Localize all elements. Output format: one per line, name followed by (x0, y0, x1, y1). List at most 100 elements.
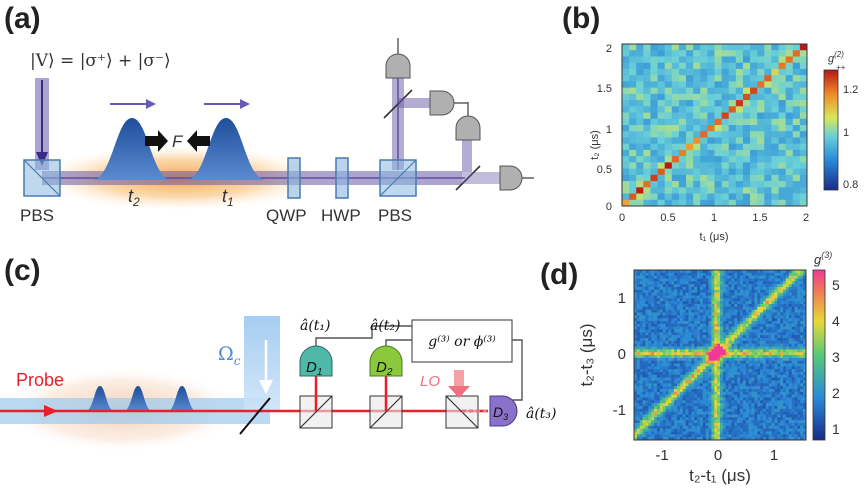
heatmap-b-cell (785, 44, 794, 51)
heatmap-d-cell (800, 391, 804, 395)
heatmap-d-cell (662, 403, 666, 407)
heatmap-d-cell (699, 338, 704, 342)
heatmap-d-cell (742, 352, 747, 356)
heatmap-d-cell (717, 411, 721, 415)
heatmap-d-cell (639, 340, 643, 344)
heatmap-b-cell (792, 156, 801, 163)
detector-d2 (369, 345, 403, 377)
heatmap-d-cell (665, 332, 669, 336)
heatmap-d-cell (780, 343, 784, 347)
heatmap-d-cell (757, 281, 761, 285)
heatmap-d-cell (668, 275, 672, 279)
heatmap-d-cell (731, 428, 735, 432)
heatmap-d-cell (720, 397, 724, 401)
heatmap-d-cell (651, 275, 655, 279)
heatmap-d-cell (768, 406, 772, 410)
heatmap-b-cell (778, 62, 787, 70)
heatmap-d-cell (771, 270, 775, 274)
heatmap-d-cell (725, 391, 729, 395)
heatmap-d-cell (722, 360, 727, 364)
heatmap-d-cell (674, 284, 678, 288)
heatmap-d-cell (800, 270, 804, 274)
heatmap-d-cell (785, 340, 790, 344)
heatmap-d-cell (662, 284, 666, 288)
heatmap-d-cell (679, 292, 684, 296)
heatmap-d-cell (734, 289, 738, 293)
heatmap-d-cell (777, 425, 781, 429)
heatmap-b-cell (764, 131, 772, 138)
heatmap-d-cell (774, 315, 778, 319)
heatmap-d-cell (691, 340, 695, 344)
heatmap-d-cell (742, 386, 747, 390)
heatmap-d-cell (688, 394, 692, 398)
heatmap-b-cell (650, 93, 658, 101)
heatmap-d-cell (634, 372, 638, 376)
heatmap-d-cell (665, 372, 669, 376)
heatmap-b-cell (693, 181, 701, 188)
heatmap-d-cell (671, 287, 675, 291)
heatmap-d-cell (765, 394, 770, 398)
heatmap-d-cell (711, 400, 715, 404)
heatmap-d-cell (745, 428, 749, 432)
heatmap-b-cell (693, 187, 701, 194)
heatmap-d-cell (656, 338, 661, 342)
heatmap-d-cell (803, 408, 807, 412)
heatmap-d-cell (688, 270, 692, 274)
heatmap-d-cell (740, 431, 744, 435)
heatmap-d-cell (780, 332, 784, 336)
heatmap-d-cell (685, 270, 689, 274)
heatmap-d-cell (639, 366, 643, 370)
heatmap-d-cell (720, 346, 724, 350)
heatmap-d-cell (740, 338, 744, 342)
heatmap-d-cell (734, 369, 738, 373)
heatmap-d-cell (800, 323, 804, 327)
heatmap-d-cell (668, 281, 672, 285)
heatmap-d-cell (777, 383, 781, 387)
heatmap-d-cell (722, 338, 727, 342)
heatmap-d-cell (659, 437, 663, 441)
heatmap-d-cell (645, 318, 649, 322)
heatmap-d-cell (734, 431, 738, 435)
heatmap-d-cell (740, 403, 744, 407)
heatmap-d-cell (745, 315, 749, 319)
heatmap-d-cell (785, 406, 790, 410)
heatmap-d-cell (774, 403, 778, 407)
heatmap-d-cell (636, 335, 641, 339)
heatmap-d-cell (656, 281, 661, 285)
heatmap-d-cell (791, 340, 795, 344)
heatmap-d-cell (665, 335, 669, 339)
heatmap-d-cell (783, 295, 787, 299)
heatmap-d-cell (788, 400, 792, 404)
heatmap-d-cell (788, 414, 792, 418)
heatmap-d-cell (745, 408, 749, 412)
heatmap-d-cell (671, 329, 675, 333)
heatmap-d-cell (791, 295, 795, 299)
heatmap-d-cell (771, 284, 775, 288)
heatmap-d-cell (685, 397, 689, 401)
heatmap-b-cell (622, 100, 630, 107)
heatmap-d-cell (765, 386, 770, 390)
heatmap-d-cell (785, 301, 790, 305)
heatmap-d-cell (694, 389, 698, 393)
heatmap-b-cell (750, 143, 758, 151)
heatmap-d-cell (757, 301, 761, 305)
heatmap-d-cell (768, 428, 772, 432)
heatmap-d-cell (720, 304, 724, 308)
heatmap-b-cell (735, 149, 744, 157)
panel-d: (d) 1 0 -1 t₂-t₃ (μs) -1 0 1 t₂-t₁ (μs) … (540, 250, 840, 485)
heatmap-d-cell (636, 355, 641, 359)
heatmap-d-cell (728, 326, 732, 330)
heatmap-d-cell (642, 289, 646, 293)
heatmap-d-cell (780, 323, 784, 327)
heatmap-d-cell (768, 346, 772, 350)
heatmap-d-cell (788, 312, 792, 316)
heatmap-d-cell (800, 414, 804, 418)
heatmap-d-cell (740, 278, 744, 282)
heatmap-d-cell (751, 383, 755, 387)
heatmap-d-cell (674, 329, 678, 333)
heatmap-d-cell (634, 318, 638, 322)
heatmap-b-cell (700, 68, 708, 76)
heatmap-d-cell (691, 326, 695, 330)
heatmap-d-cell (763, 425, 767, 429)
heatmap-d-cell (734, 318, 738, 322)
